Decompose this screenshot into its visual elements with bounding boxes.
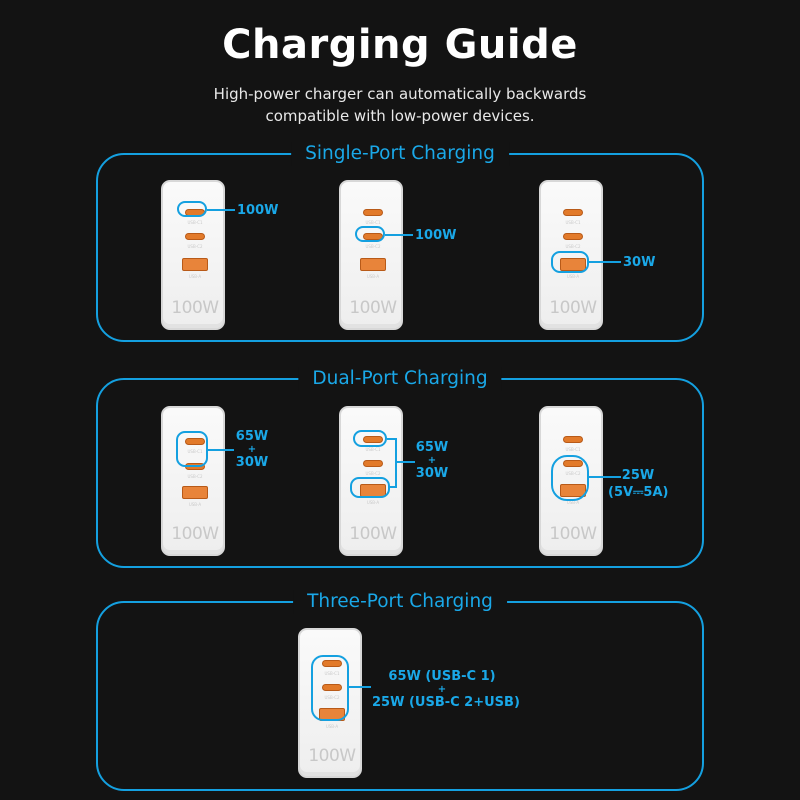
port-label: USB-C2: [324, 695, 340, 700]
port-label: USB-A: [325, 724, 339, 729]
usb-a-port: [360, 258, 386, 271]
section-title: Single-Port Charging: [291, 142, 509, 166]
port-highlight: [176, 431, 208, 467]
page-subtitle: High-power charger can automatically bac…: [0, 83, 800, 127]
output-line-1: 65W: [235, 429, 269, 444]
output-label: 100W: [415, 228, 457, 243]
charger-rating: 100W: [171, 524, 219, 544]
connector-line: [349, 686, 371, 688]
port-label: USB-C2: [565, 244, 581, 249]
port-label: USB-C2: [365, 244, 381, 249]
usb-c2-port: [563, 233, 583, 240]
port-label: USB-A: [366, 274, 380, 279]
port-label: USB-C1: [365, 447, 381, 452]
usb-c1-port: [185, 438, 205, 445]
charger-rating: 100W: [549, 298, 597, 318]
connector-bracket: [390, 486, 396, 488]
charger-device: USB-C1 USB-C2 USB-A 100W: [161, 406, 225, 556]
usb-a-port: [182, 258, 208, 271]
charger-rating: 100W: [349, 524, 397, 544]
output-label: 65W + 30W: [414, 440, 450, 481]
port-label: USB-C1: [324, 671, 340, 676]
output-label: 30W: [623, 255, 656, 270]
port-label: USB-C2: [187, 474, 203, 479]
usb-c1-port: [563, 436, 583, 443]
connector-bracket: [387, 438, 396, 440]
output-line-2: 30W: [235, 455, 269, 470]
usb-c2-port: [363, 460, 383, 467]
port-label: USB-C1: [187, 449, 203, 454]
charger-rating: 100W: [308, 746, 356, 766]
connector-line: [395, 461, 415, 463]
port-label: USB-C2: [187, 244, 203, 249]
output-line-2: (5V⎓5A): [608, 485, 669, 500]
charger-device: USB-C1 USB-C2 USB-A 100W: [339, 180, 403, 330]
section-title: Three-Port Charging: [293, 590, 507, 614]
port-highlight: [177, 201, 207, 217]
output-line-2: 25W (USB-C 2+USB): [372, 695, 520, 710]
port-label: USB-C2: [565, 471, 581, 476]
output-label: 65W (USB-C 1) + 25W (USB-C 2+USB): [372, 669, 520, 710]
port-highlight: [355, 226, 385, 242]
port-label: USB-C1: [187, 220, 203, 225]
port-label: USB-A: [188, 502, 202, 507]
charger-rating: 100W: [549, 524, 597, 544]
connector-line: [589, 261, 621, 263]
port-label: USB-A: [566, 500, 580, 505]
charger-device: USB-C1 USB-C2 USB-A 100W: [539, 406, 603, 556]
port-highlight: [350, 477, 390, 498]
single-port-section: Single-Port Charging: [96, 142, 704, 342]
usb-c1-port: [563, 209, 583, 216]
port-label: USB-C1: [365, 220, 381, 225]
usb-a-port: [182, 486, 208, 499]
output-line-1: 65W (USB-C 1): [388, 669, 496, 684]
charger-rating: 100W: [349, 298, 397, 318]
page-title: Charging Guide: [222, 22, 578, 68]
port-label: USB-C2: [365, 471, 381, 476]
port-highlight: [551, 455, 589, 501]
output-plus: +: [247, 444, 257, 455]
port-label: USB-A: [366, 500, 380, 505]
usb-c2-port: [322, 684, 342, 691]
port-highlight: [311, 655, 349, 721]
charger-device: USB-C1 USB-C2 USB-A 100W: [161, 180, 225, 330]
charger-rating: 100W: [171, 298, 219, 318]
port-highlight: [551, 251, 589, 273]
output-plus: +: [437, 684, 447, 695]
output-label: 100W: [237, 203, 279, 218]
port-highlight: [353, 430, 387, 447]
port-label: USB-A: [566, 274, 580, 279]
output-label: 25W (5V⎓5A): [608, 468, 668, 500]
output-line-1: 65W: [415, 440, 449, 455]
three-port-section: Three-Port Charging: [96, 590, 704, 791]
charger-device: USB-C1 USB-C2 USB-A 100W: [539, 180, 603, 330]
port-label: USB-A: [188, 274, 202, 279]
connector-line: [208, 449, 234, 451]
subtitle-line-1: High-power charger can automatically bac…: [213, 85, 587, 103]
output-line-1: 25W: [621, 468, 655, 483]
port-label: USB-C1: [565, 220, 581, 225]
usb-c2-port: [185, 233, 205, 240]
port-label: USB-C1: [565, 447, 581, 452]
section-title: Dual-Port Charging: [298, 367, 502, 391]
connector-line: [207, 209, 235, 211]
dual-port-section: Dual-Port Charging: [96, 367, 704, 568]
subtitle-line-2: compatible with low-power devices.: [265, 107, 535, 125]
usb-c1-port: [363, 209, 383, 216]
connector-bracket: [395, 438, 397, 488]
connector-line: [385, 234, 413, 236]
connector-line: [589, 476, 621, 478]
output-label: 65W + 30W: [234, 429, 270, 470]
output-line-2: 30W: [415, 466, 449, 481]
output-plus: +: [427, 455, 437, 466]
